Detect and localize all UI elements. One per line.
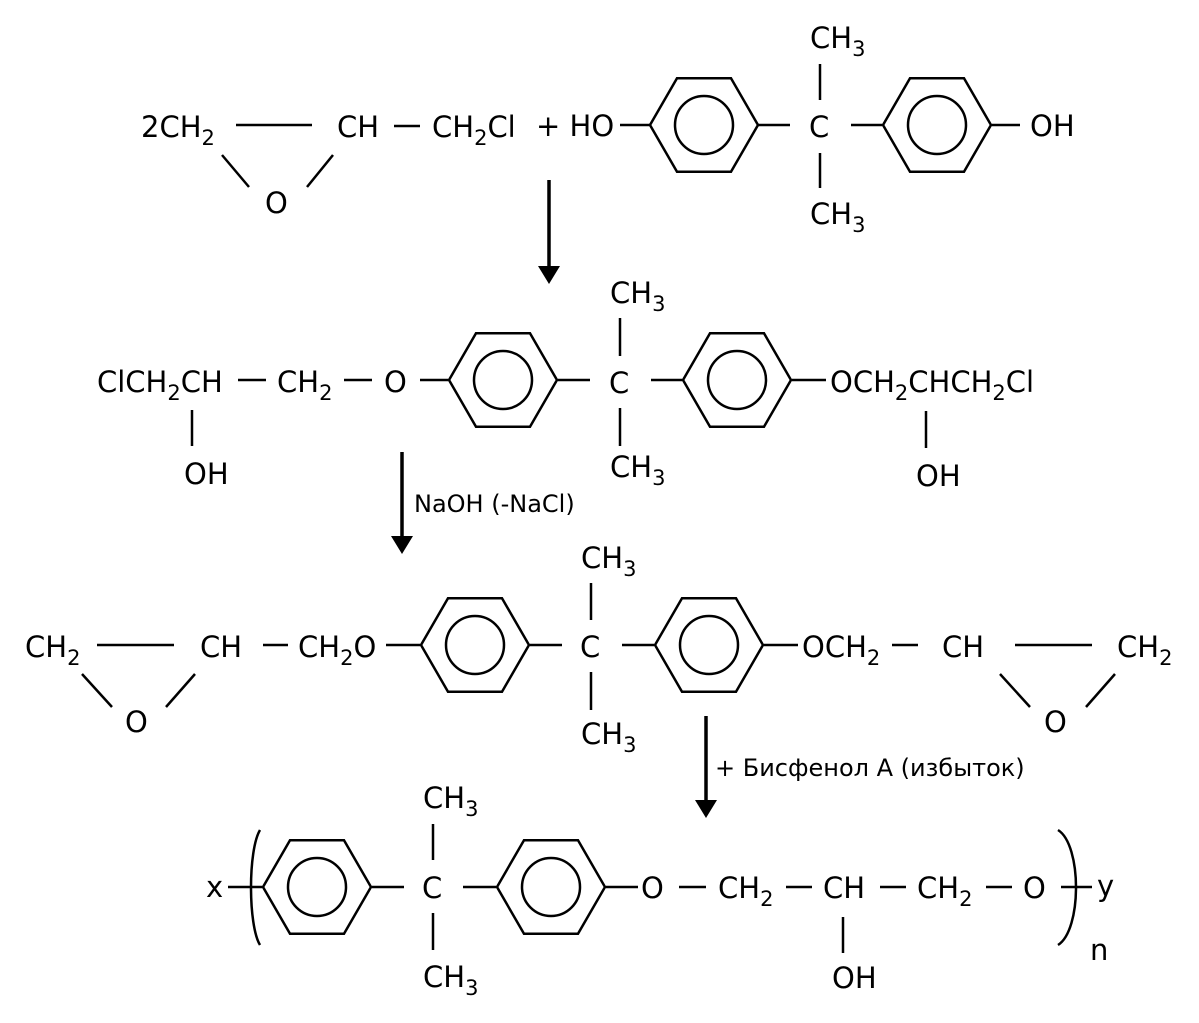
int-ch3-top: CH3 — [610, 276, 665, 316]
benzene-ring — [681, 331, 793, 429]
bpa-ch3-top: CH3 — [810, 21, 865, 61]
epi-ch-label: CH — [337, 110, 379, 144]
dge-ch2-left: CH2 — [25, 630, 80, 670]
poly-ch2b: CH2 — [917, 871, 972, 911]
poly-x-label: x — [206, 870, 223, 904]
dge-ring-bond-right-b — [1085, 673, 1116, 708]
epi-ring-bond-right — [306, 154, 334, 188]
bpa-ch3-bot: CH3 — [810, 197, 865, 237]
dge-ch-left: CH — [200, 630, 242, 664]
int-c-label: C — [609, 366, 629, 400]
int-left-group: ClCH2CH — [97, 365, 223, 405]
poly-oh: OH — [832, 961, 877, 995]
int-ch3-bot: CH3 — [610, 450, 665, 490]
arrow-3-label: + Бисфенол А (избыток) — [715, 754, 1025, 782]
dge-c-label: C — [580, 630, 600, 664]
poly-ch2a: CH2 — [718, 871, 773, 911]
bpa-oh-label: OH — [1030, 109, 1075, 143]
epi-ch2cl-label: CH2Cl — [432, 110, 516, 150]
dge-ch3-bot: CH3 — [581, 717, 636, 757]
reaction-arrow-1 — [538, 180, 560, 284]
arrow-2-label: NaOH (-NaCl) — [414, 490, 575, 518]
poly-y-label: y — [1097, 869, 1114, 903]
poly-o1: O — [641, 871, 664, 905]
chlorohydrin-ether: ClCH2CH OH CH2 O C CH3 CH3 OCH2CHCH2Cl O… — [97, 276, 1034, 493]
dge-o-left: O — [125, 705, 148, 739]
benzene-ring — [419, 596, 531, 694]
int-o-label: O — [384, 365, 407, 399]
benzene-ring — [653, 596, 765, 694]
int-ch2-label: CH2 — [277, 365, 332, 405]
reaction-arrow-3: + Бисфенол А (избыток) — [695, 716, 1025, 818]
dge-ring-bond-left-a — [81, 673, 113, 708]
poly-ch3-bot: CH3 — [423, 960, 478, 1000]
benzene-ring — [648, 76, 760, 174]
epi-ring-oxygen: O — [265, 186, 288, 220]
right-bracket — [1057, 828, 1078, 947]
benzene-ring — [447, 331, 559, 429]
epoxy-polymer: x C CH3 CH3 O CH2 CH OH CH2 O y n — [206, 781, 1114, 1000]
poly-ch3-top: CH3 — [423, 781, 478, 821]
benzene-ring — [881, 76, 993, 174]
int-right-group: OCH2CHCH2Cl — [830, 365, 1034, 405]
int-oh-right: OH — [916, 459, 961, 493]
bisphenol-a: + HO C CH3 CH3 OH — [536, 21, 1075, 237]
dge-o-right: O — [1044, 705, 1067, 739]
poly-c-label: C — [422, 871, 442, 905]
left-bracket — [249, 829, 262, 946]
dge-ring-bond-left-b — [165, 673, 196, 708]
epi-ring-bond-left — [221, 154, 250, 188]
int-oh-left: OH — [184, 457, 229, 491]
dge-ch2o-label: CH2O — [298, 630, 376, 670]
diglycidyl-ether: CH2 CH CH2O O C CH3 CH3 OCH2 CH CH2 O — [25, 541, 1172, 757]
benzene-ring — [495, 838, 607, 936]
dge-ring-bond-right-a — [999, 673, 1031, 708]
epichlorohydrin: 2CH2 CH CH2Cl O — [141, 110, 516, 220]
dge-ch2-right: CH2 — [1117, 630, 1172, 670]
poly-o2: O — [1023, 871, 1046, 905]
dge-ch3-top: CH3 — [581, 541, 636, 581]
epi-ch2-label: 2CH2 — [141, 110, 215, 150]
bpa-c-label: C — [809, 110, 829, 144]
poly-ch: CH — [823, 871, 865, 905]
dge-ch-right: CH — [942, 630, 984, 664]
poly-n-label: n — [1090, 933, 1108, 967]
dge-och2-label: OCH2 — [802, 630, 880, 670]
benzene-ring — [261, 838, 373, 936]
reaction-arrow-2: NaOH (-NaCl) — [391, 452, 575, 554]
plus-ho-label: + HO — [536, 109, 614, 143]
